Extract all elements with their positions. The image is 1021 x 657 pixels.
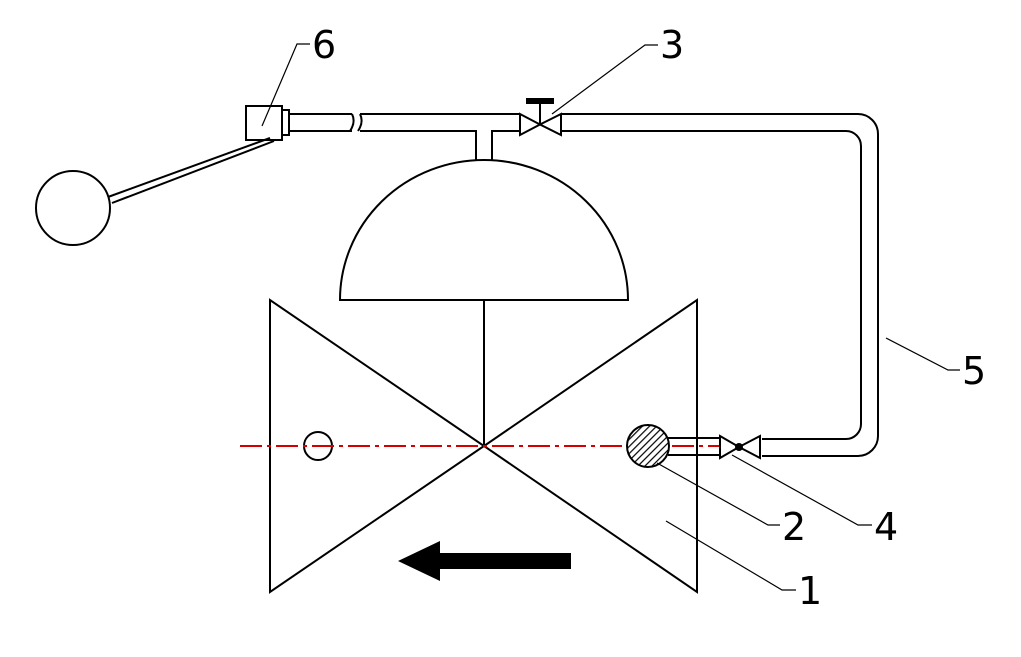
loop-pipe <box>561 113 879 457</box>
float-ball-icon <box>35 170 111 246</box>
diaphragm-dome <box>338 159 630 301</box>
leader-lines <box>261 43 960 591</box>
label-4: 4 <box>874 505 898 549</box>
label-6: 6 <box>312 23 336 67</box>
label-2: 2 <box>782 505 806 549</box>
pilot-valve <box>519 98 562 137</box>
label-3: 3 <box>660 23 684 67</box>
float-valve <box>35 105 290 246</box>
part-labels: 6 3 5 4 2 1 <box>312 23 986 613</box>
check-valve <box>668 434 761 460</box>
top-pipe <box>289 113 520 132</box>
diaphragm-actuator <box>338 130 630 446</box>
strainer <box>626 424 670 468</box>
flow-direction-arrow-icon <box>398 541 571 581</box>
label-5: 5 <box>962 349 986 393</box>
label-1: 1 <box>798 569 822 613</box>
